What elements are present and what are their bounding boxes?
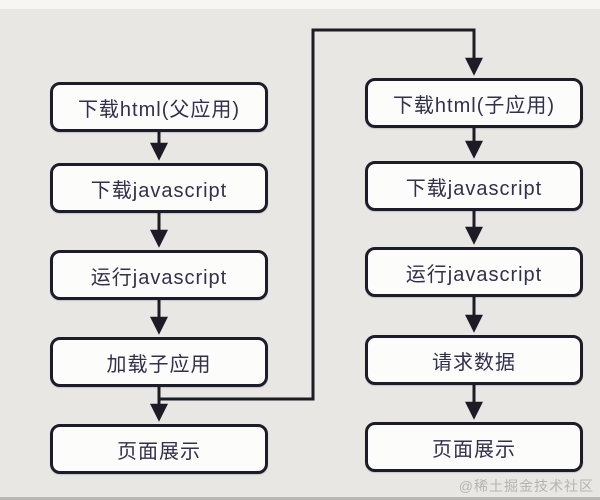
flow-step-label: 下载javascript — [90, 179, 228, 202]
flow-step-download-js-child: 下载javascript — [365, 161, 583, 211]
flow-step-label: 页面展示 — [117, 440, 201, 463]
flow-step-download-html-child: 下载html(子应用) — [365, 78, 583, 128]
top-margin-strip — [0, 0, 600, 9]
flow-step-label: 请求数据 — [432, 351, 516, 374]
flow-step-label: 页面展示 — [432, 438, 516, 461]
arrow-branch-left-to-right — [159, 28, 483, 401]
bottom-edge-strip — [0, 497, 600, 500]
watermark: @稀土掘金技术社区 — [458, 478, 594, 494]
flow-step-label: 运行javascript — [405, 263, 543, 286]
flow-step-run-js-parent: 运行javascript — [50, 250, 268, 300]
flow-step-label: 运行javascript — [90, 266, 228, 289]
flow-step-download-html-parent: 下载html(父应用) — [50, 82, 268, 132]
flow-step-run-js-child: 运行javascript — [365, 247, 583, 297]
flow-step-page-render-child: 页面展示 — [365, 422, 583, 472]
flow-step-label: 下载html(父应用) — [77, 98, 241, 121]
flow-step-label: 加载子应用 — [106, 353, 212, 376]
flow-step-download-js-parent: 下载javascript — [50, 163, 268, 213]
flow-step-request-data: 请求数据 — [365, 335, 583, 385]
flow-step-load-child-app: 加载子应用 — [50, 337, 268, 387]
flow-step-page-render-parent: 页面展示 — [50, 424, 268, 474]
flow-step-label: 下载html(子应用) — [392, 94, 556, 117]
flow-step-label: 下载javascript — [405, 177, 543, 200]
